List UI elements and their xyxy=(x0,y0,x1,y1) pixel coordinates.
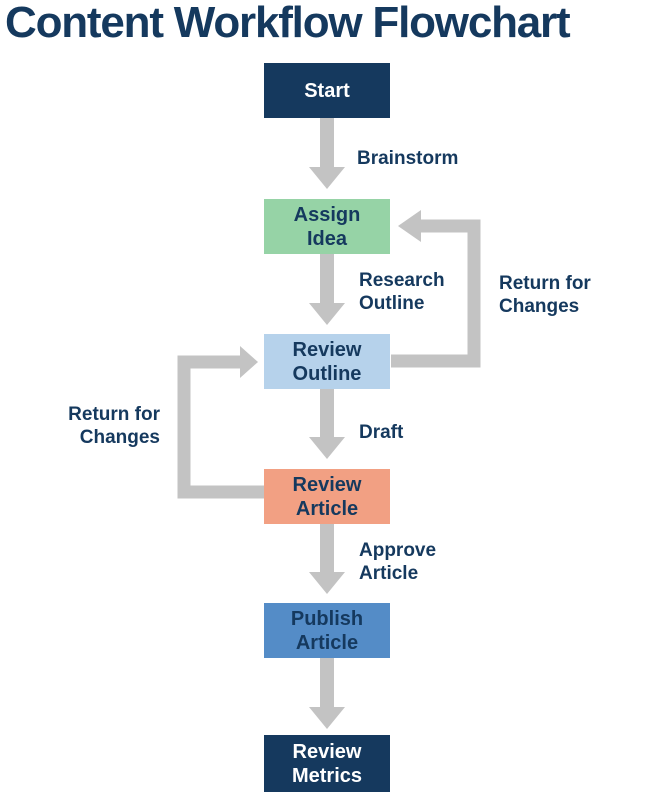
flow-node-publish-article: Publish Article xyxy=(264,603,390,658)
flow-node-start-label: Start xyxy=(304,79,350,102)
arrow-start-to-assign xyxy=(309,118,345,189)
flow-node-start: Start xyxy=(264,63,390,118)
arrow-return-right-loop xyxy=(391,210,481,368)
edge-label-brainstorm: Brainstorm xyxy=(357,148,459,169)
arrow-assign-to-review-outline xyxy=(309,254,345,325)
flow-node-assign-idea-label: Assign Idea xyxy=(293,203,361,250)
flow-node-review-outline-label: Review Outline xyxy=(292,338,362,385)
flow-node-review-metrics: Review Metrics xyxy=(264,735,390,792)
flow-node-assign-idea: Assign Idea xyxy=(264,199,390,254)
arrow-review-article-to-publish xyxy=(309,524,345,594)
flow-node-publish-article-label: Publish Article xyxy=(290,607,364,654)
arrow-return-left-loop xyxy=(177,346,264,499)
edge-label-return-for-changes-left: Return for Changes xyxy=(68,404,160,448)
edge-label-approve-article: Approve Article xyxy=(359,540,437,584)
page-title: Content Workflow Flowchart xyxy=(5,0,571,47)
arrow-publish-to-metrics xyxy=(309,658,345,729)
arrow-review-outline-to-review-article xyxy=(309,389,345,459)
edge-label-research-outline: Research Outline xyxy=(359,270,445,314)
flow-node-review-article: Review Article xyxy=(264,469,390,524)
flow-node-review-article-label: Review Article xyxy=(292,473,362,520)
flow-node-review-outline: Review Outline xyxy=(264,334,390,389)
edge-label-draft: Draft xyxy=(359,422,404,443)
edge-label-return-for-changes-right: Return for Changes xyxy=(499,273,591,317)
flow-node-review-metrics-label: Review Metrics xyxy=(291,740,363,787)
